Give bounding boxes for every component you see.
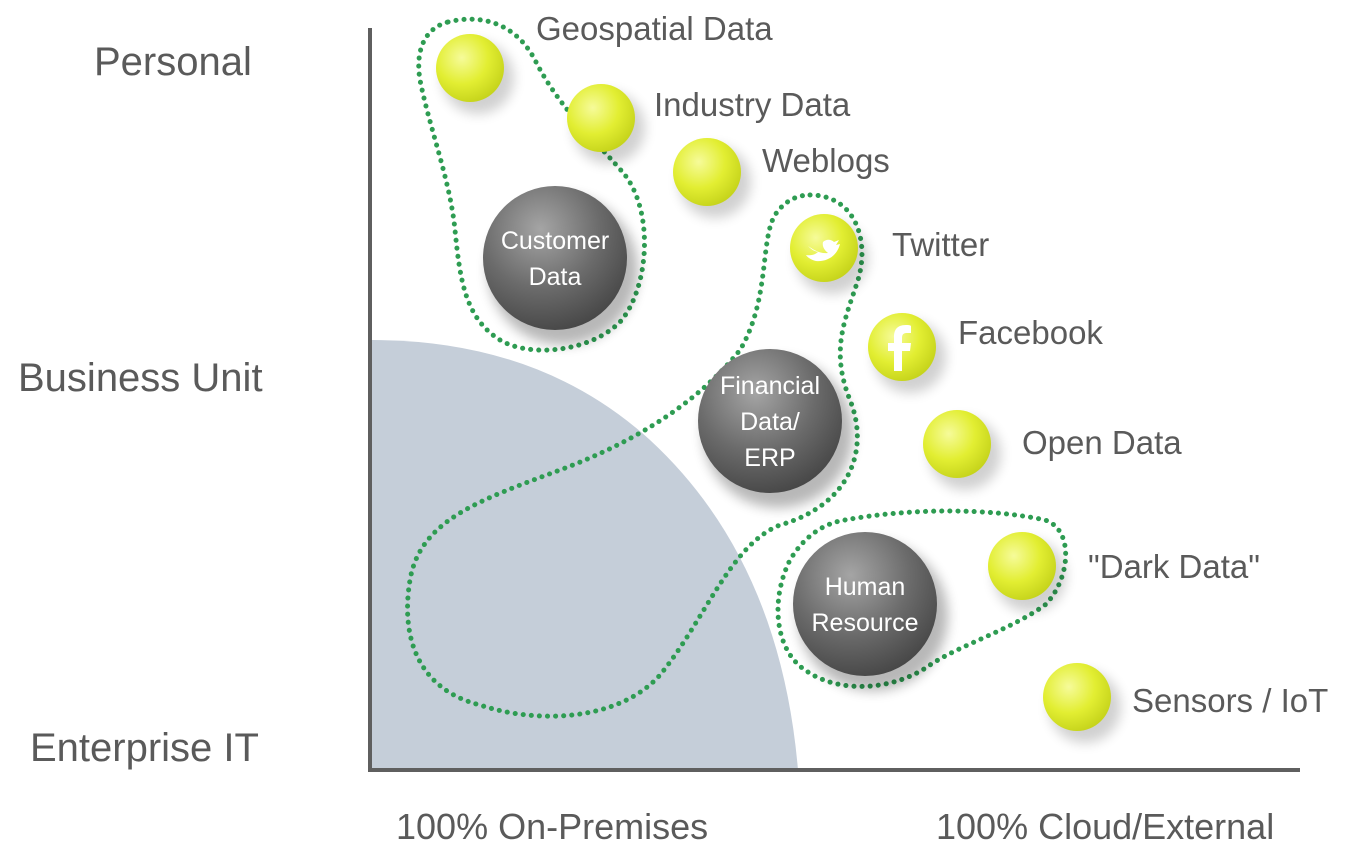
bubble-fill [673,138,741,206]
internal-source-label: Financial [720,372,820,400]
external-source-bubble [868,313,946,393]
facebook-icon [888,325,911,371]
external-source-bubble [988,532,1066,612]
external-source-bubble [436,34,514,114]
x-axis-label-on-premises: 100% On-Premises [396,806,709,847]
source-label-industry-data: Industry Data [654,86,851,123]
bubble-fill [1043,663,1111,731]
bubble-fill [698,349,842,493]
source-label-open-data: Open Data [1022,424,1182,461]
source-label-sensors-iot: Sensors / IoT [1132,682,1329,719]
bubble-fill [988,532,1056,600]
hr-dark-data-group-outline [775,508,1069,689]
on-premises-region [372,340,798,770]
external-source-bubble [790,214,868,294]
internal-source-label: Data [529,263,582,291]
source-label-dark-data: "Dark Data" [1088,548,1260,585]
bubble-fill [483,186,627,330]
twitter-financial-group-outline [405,192,865,719]
external-source-bubble [1043,663,1121,743]
internal-source-label: Data/ [740,408,800,436]
bubble-fill [567,84,635,152]
y-axis-label-personal: Personal [94,40,252,84]
bubble-fill [436,34,504,102]
y-axis-label-business-unit: Business Unit [18,356,263,400]
source-label-twitter: Twitter [892,226,990,263]
source-label-facebook: Facebook [958,314,1103,351]
external-source-bubble [673,138,751,218]
x-axis-label-cloud-external: 100% Cloud/External [936,806,1275,847]
bubble-fill [793,532,937,676]
bubble-fill [923,410,991,478]
customer-data-group-outline [416,16,647,353]
external-source-bubble [923,410,1001,490]
internal-source-label: ERP [744,444,795,472]
internal-source-label: Human [825,573,906,601]
twitter-icon [806,239,840,262]
y-axis-label-enterprise-it: Enterprise IT [30,726,259,770]
source-label-weblogs: Weblogs [762,142,890,179]
internal-source-label: Customer [501,227,609,255]
external-source-bubble [567,84,645,164]
source-label-geospatial-data: Geospatial Data [536,10,773,47]
internal-source-label: Resource [812,609,919,637]
